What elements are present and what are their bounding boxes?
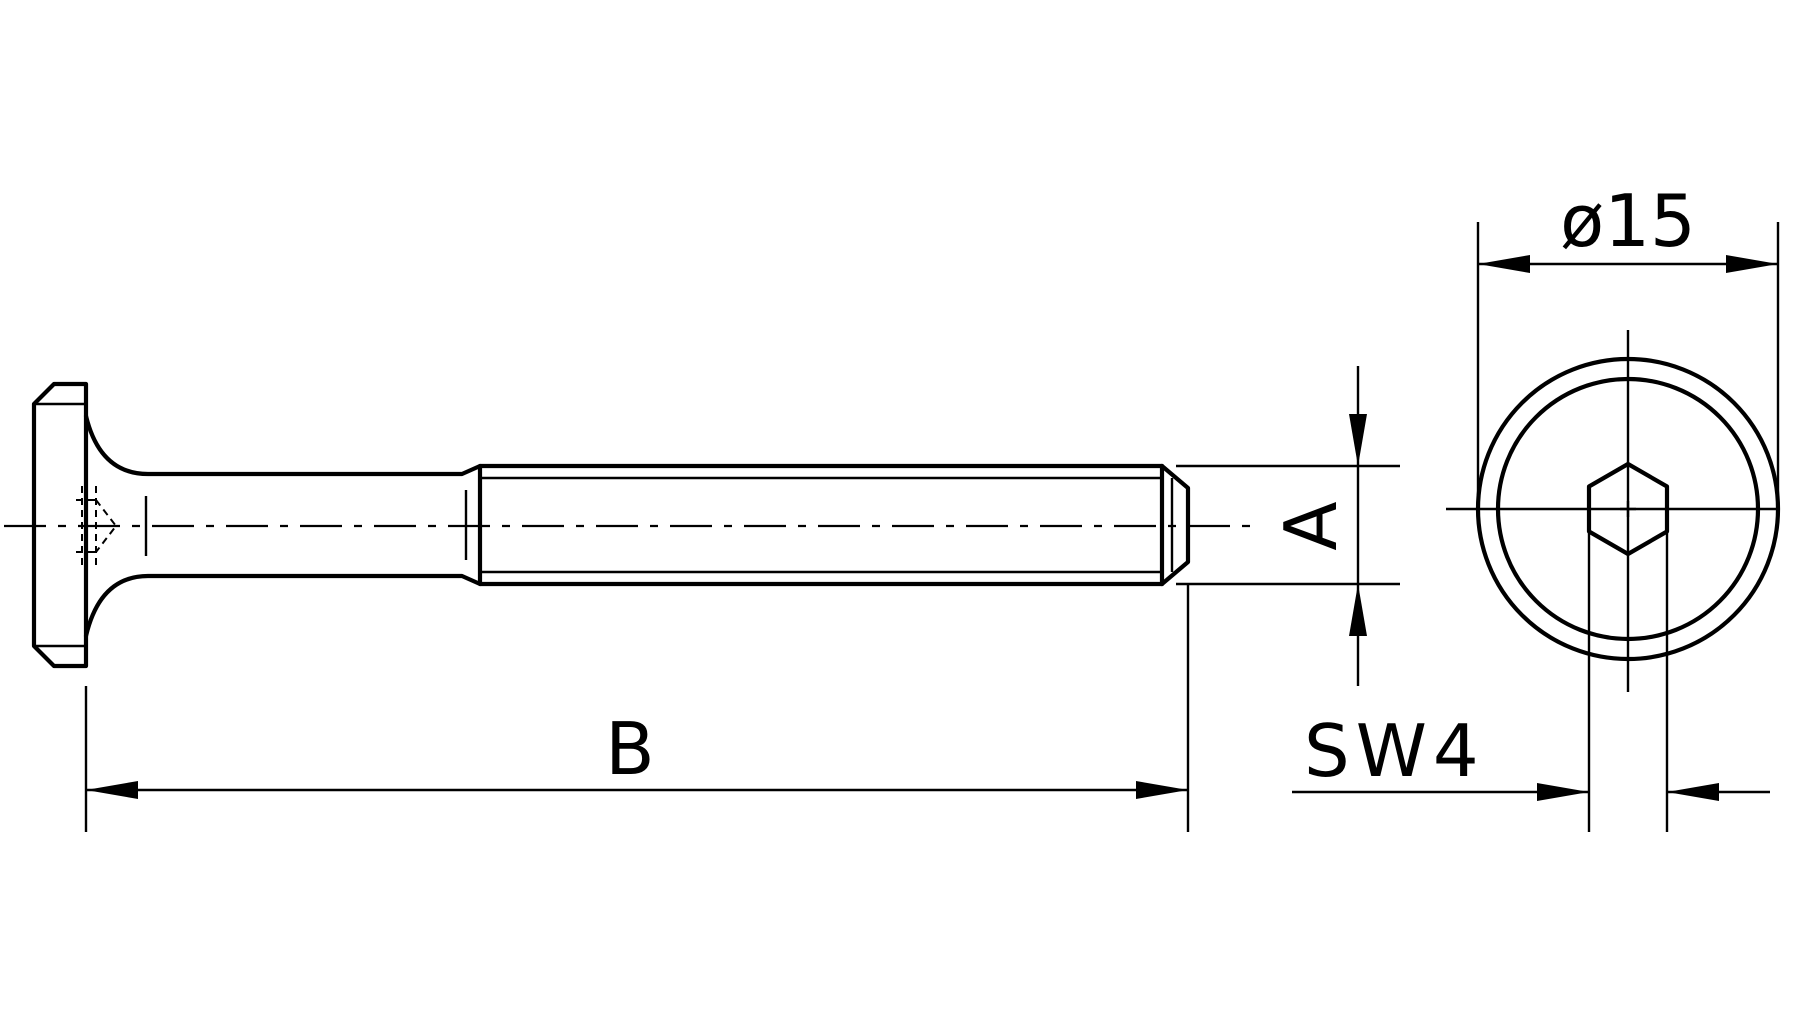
dimension-diameter-label: ø15 (1560, 179, 1696, 263)
dimension-sw: SW4 (1292, 520, 1770, 832)
dimension-a-label: A (1269, 501, 1353, 550)
dimension-arrow (1136, 781, 1188, 799)
dimension-arrow (1537, 783, 1589, 801)
dimension-arrow (1349, 584, 1367, 636)
dimension-arrow (1726, 255, 1778, 273)
bolt-neck-top (83, 413, 1165, 477)
socket-cone-hidden (95, 499, 118, 553)
dimension-a: A (1176, 366, 1400, 686)
dimension-sw-label: SW4 (1304, 709, 1485, 793)
bolt-neck-bottom (83, 573, 1165, 639)
dimension-arrow (1478, 255, 1530, 273)
bolt-end-view (1446, 330, 1781, 692)
dimension-diameter: ø15 (1476, 179, 1780, 500)
dimension-b: B (84, 584, 1190, 832)
bolt-side-view (4, 381, 1260, 669)
dimension-arrow (1667, 783, 1719, 801)
dimension-arrow (86, 781, 138, 799)
dimension-b-label: B (605, 707, 654, 791)
dimension-arrow (1349, 414, 1367, 466)
